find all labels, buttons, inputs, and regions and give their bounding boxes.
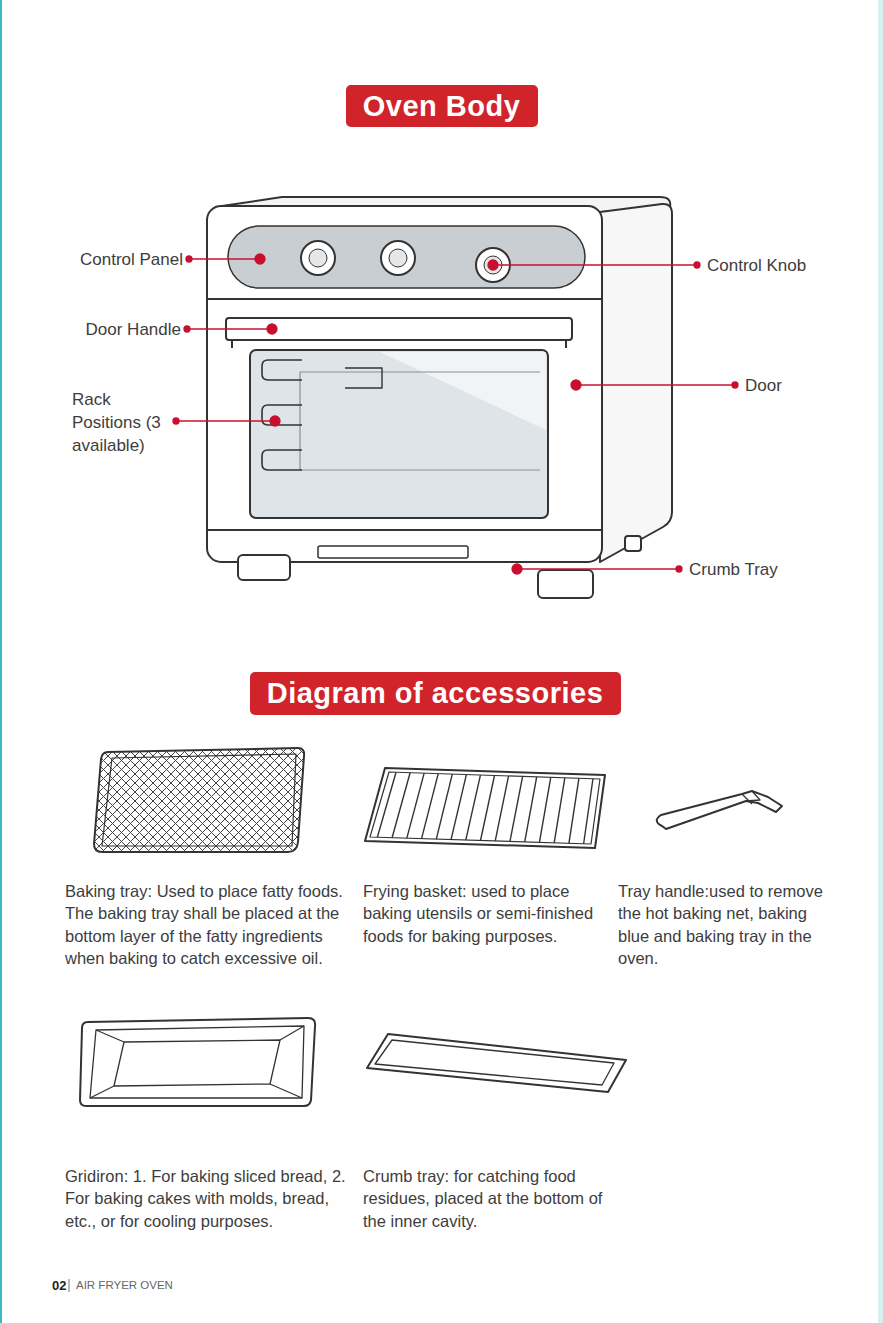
oven-front	[207, 206, 602, 562]
leader-dot	[694, 262, 700, 268]
wire	[377, 772, 396, 837]
leader-dot	[255, 254, 265, 264]
wire	[495, 776, 508, 841]
accessory-description: Tray handle:used to remove the hot bakin…	[618, 880, 836, 970]
knob	[301, 241, 335, 275]
part-label: Door	[745, 374, 782, 397]
part-label: Door Handle	[86, 318, 181, 341]
section-badge: Oven Body	[346, 85, 538, 127]
knob	[389, 249, 407, 267]
leader-dot	[184, 326, 190, 332]
leader-dot	[512, 564, 522, 574]
callout-leaders	[173, 254, 738, 574]
gridiron-pan	[80, 1018, 315, 1106]
part-label: Rack Positions (3 available)	[72, 388, 170, 457]
glare	[380, 352, 546, 430]
leader-line	[517, 568, 679, 569]
foot	[238, 555, 290, 580]
leader-dot	[571, 380, 581, 390]
oven-side	[600, 204, 672, 562]
tray-handle	[657, 791, 782, 829]
page-edge	[878, 0, 883, 1323]
baking-tray-rim	[102, 754, 296, 846]
knob	[309, 249, 327, 267]
accessory-description: Baking tray: Used to place fatty foods. …	[65, 880, 347, 970]
wire	[466, 775, 481, 840]
frying-basket-frame	[365, 768, 605, 848]
wire	[584, 779, 593, 844]
wire	[481, 776, 495, 841]
gridiron-bottom	[114, 1040, 280, 1086]
door-handle	[226, 318, 572, 340]
leader-dot	[270, 416, 280, 426]
badge-title: Diagram of accessories	[267, 677, 604, 710]
wire	[451, 775, 466, 840]
part-label: Crumb Tray	[689, 558, 778, 581]
foot	[538, 570, 593, 598]
accessory-description: Frying basket: used to place baking uten…	[363, 880, 603, 947]
wire	[422, 774, 439, 839]
wire	[436, 774, 452, 839]
leader-dot	[732, 382, 738, 388]
door-window	[250, 350, 548, 518]
frying-basket-wires	[377, 772, 593, 844]
footer-separator	[69, 1279, 70, 1292]
footer-title: AIR FRYER OVEN	[76, 1278, 173, 1294]
wire	[569, 778, 579, 843]
crumb-tray-slot	[318, 546, 468, 558]
handle-post	[565, 340, 567, 348]
leader-dot	[676, 566, 682, 572]
leader-line	[187, 328, 272, 329]
tray-handle-clip	[742, 791, 760, 804]
baking-tray-mesh	[94, 748, 304, 852]
knob	[381, 241, 415, 275]
part-label: Control Knob	[707, 254, 806, 277]
rack-rail	[345, 368, 382, 388]
rack-rail	[262, 450, 302, 470]
badge-title: Oven Body	[363, 90, 521, 123]
gridiron-rim	[90, 1026, 304, 1098]
handle-post	[231, 340, 233, 348]
wire	[407, 773, 424, 838]
rack-rail	[262, 405, 302, 425]
leader-line	[493, 264, 697, 265]
leader-dot	[186, 256, 192, 262]
wire	[392, 773, 410, 838]
wire	[525, 777, 537, 842]
leader-line	[189, 258, 260, 259]
gridiron-bevel	[90, 1026, 304, 1098]
leader-dot	[173, 418, 179, 424]
leader-line	[576, 384, 735, 385]
cavity	[300, 372, 540, 470]
accessory-description: Crumb tray: for catching food residues, …	[363, 1165, 625, 1232]
part-label: Control Panel	[80, 248, 183, 271]
wire	[539, 777, 550, 842]
page-number: 02	[52, 1277, 66, 1295]
section-badge: Diagram of accessories	[250, 672, 621, 715]
wire	[510, 776, 523, 841]
base-divider	[207, 529, 602, 531]
oven-body	[207, 197, 672, 598]
frying-basket-frame	[370, 772, 600, 844]
page-edge	[0, 0, 2, 1323]
rack-rail	[262, 360, 302, 380]
leader-dot	[488, 260, 498, 270]
accessory-description: Gridiron: 1. For baking sliced bread, 2.…	[65, 1165, 349, 1232]
foot	[625, 536, 641, 551]
leader-dot	[267, 324, 277, 334]
crumb-tray	[367, 1034, 626, 1092]
panel-divider	[207, 298, 602, 300]
leader-line	[176, 420, 275, 421]
control-panel	[228, 226, 585, 288]
crumb-tray-rim	[375, 1040, 614, 1085]
wire	[554, 778, 565, 843]
